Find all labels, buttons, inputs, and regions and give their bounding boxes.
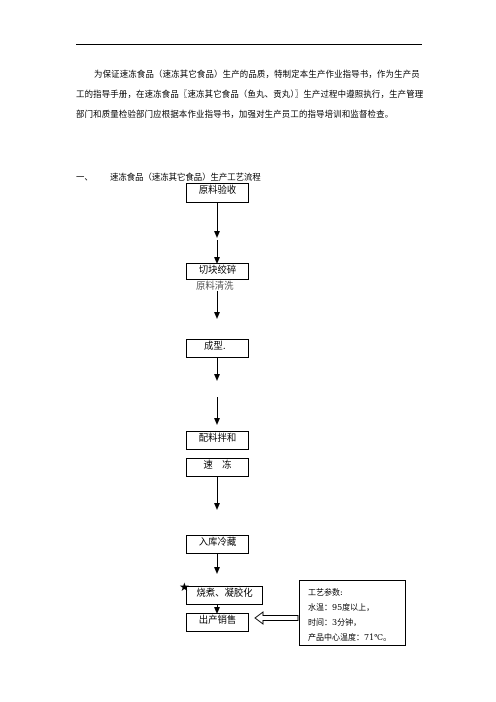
parameter-time: 时间：3分钟， bbox=[308, 618, 362, 627]
step-raw-material-inspection: 原料验收 bbox=[186, 183, 249, 203]
flow-connector bbox=[217, 240, 218, 260]
parameters-title: 工艺参数: bbox=[308, 588, 343, 597]
arrow-down-icon bbox=[214, 374, 220, 381]
step-cooking-gelation: 烧煮、凝胶化 bbox=[186, 586, 263, 605]
flow-connector bbox=[217, 477, 218, 504]
section-heading: 一、 速冻食品（速冻其它食品）生产工艺流程 bbox=[76, 171, 261, 183]
flow-connector bbox=[217, 397, 218, 419]
step-ingredient-mixing: 配料拌和 bbox=[186, 431, 249, 450]
step-raw-material-washing: 原料清洗 bbox=[196, 281, 234, 292]
parameter-water-temperature: 水温：95度以上， bbox=[308, 603, 375, 612]
step-cold-storage: 入库冷藏 bbox=[186, 535, 249, 554]
arrow-down-icon bbox=[214, 312, 220, 319]
parameter-core-temperature: 产品中心温度：71℃。 bbox=[308, 633, 392, 642]
arrow-down-icon bbox=[214, 231, 220, 238]
flow-connector bbox=[217, 291, 218, 314]
step-forming: 成型. bbox=[186, 339, 249, 358]
section-number: 一、 bbox=[76, 172, 93, 182]
arrow-down-icon bbox=[214, 503, 220, 510]
step-shipping-sales: 出产销售 bbox=[186, 613, 249, 632]
parameters-pointer-arrow-icon bbox=[254, 611, 299, 625]
flow-connector bbox=[217, 554, 218, 568]
header-rule bbox=[76, 44, 422, 45]
section-title: 速冻食品（速冻其它食品）生产工艺流程 bbox=[110, 172, 261, 182]
step-cut-and-mince: 切块绞碎 bbox=[186, 263, 249, 280]
arrow-down-icon bbox=[214, 257, 220, 264]
arrow-down-icon bbox=[214, 418, 220, 425]
critical-control-point-icon: ★ bbox=[179, 580, 190, 594]
flow-connector bbox=[217, 358, 218, 375]
step-quick-freezing: 速 冻 bbox=[186, 458, 249, 477]
flow-connector bbox=[217, 203, 218, 232]
arrow-down-icon bbox=[214, 567, 220, 574]
process-parameters-box: 工艺参数: 水温：95度以上， 时间：3分钟， 产品中心温度：71℃。 bbox=[299, 580, 406, 646]
arrow-down-icon bbox=[214, 607, 220, 614]
intro-paragraph: 为保证速冻食品（速冻其它食品）生产的品质，特制定本生产作业指导书，作为生产员工的… bbox=[76, 69, 424, 119]
